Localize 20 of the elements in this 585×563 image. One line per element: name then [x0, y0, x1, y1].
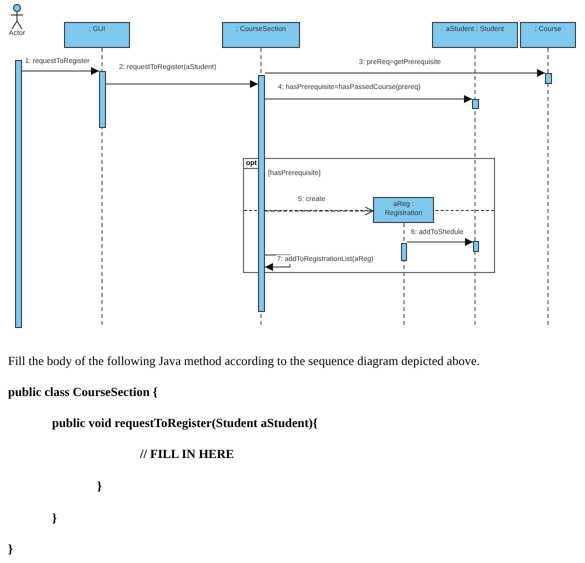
message-arrow [264, 206, 374, 216]
activation-bar [99, 71, 106, 128]
activation-bar [473, 241, 479, 252]
code-line: public void requestToRegister(Student aStudent){ [52, 415, 318, 431]
activation-bar [258, 75, 265, 312]
activation-bar [401, 243, 407, 261]
message-arrow [264, 95, 472, 103]
message-arrow [406, 238, 474, 246]
message-arrow [106, 80, 258, 88]
code-line: // FILL IN HERE [140, 446, 234, 462]
activation-bar [472, 99, 479, 109]
instruction-text: Fill the body of the following Java method according to the sequence diagram depicted above. [8, 353, 480, 369]
code-line: } [52, 510, 57, 526]
activation-bar [545, 73, 552, 84]
activation-bar [15, 60, 22, 328]
code-line: } [97, 478, 102, 494]
message-arrow [264, 69, 546, 77]
code-line: } [8, 541, 13, 557]
code-line: public class CourseSection { [8, 384, 158, 400]
message-arrow [22, 67, 100, 75]
